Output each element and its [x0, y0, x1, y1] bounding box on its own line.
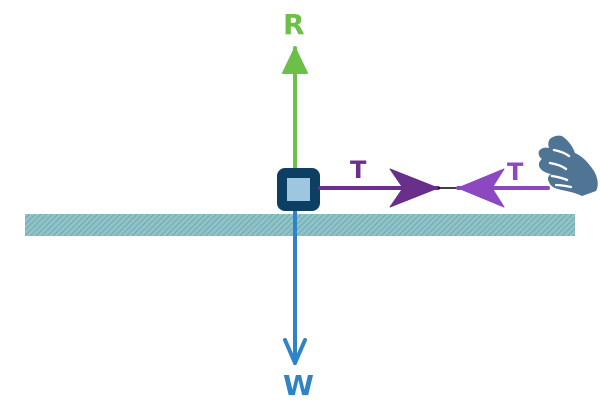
weight-label: W	[283, 369, 314, 400]
pulling-hand-icon	[538, 135, 598, 196]
tension-label-on-hand: T	[507, 158, 524, 186]
tension-arrow-on-block	[318, 168, 440, 208]
tension-label-on-block: T	[350, 156, 367, 184]
tension-arrow-on-hand	[456, 168, 550, 208]
block	[277, 168, 320, 211]
surface	[25, 214, 575, 236]
reaction-label: R	[283, 8, 305, 41]
weight-arrow	[283, 198, 307, 365]
